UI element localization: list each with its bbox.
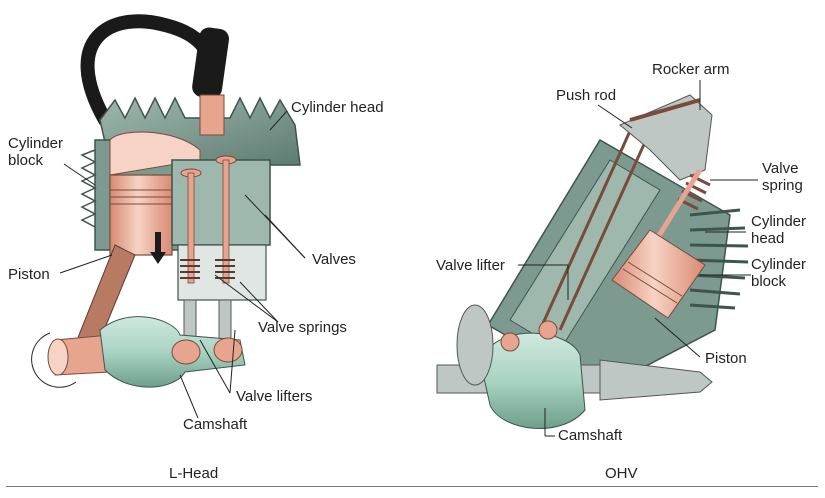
lhead-label-valves: Valves xyxy=(312,251,356,268)
ohv-label-rocker-arm: Rocker arm xyxy=(652,61,730,78)
lhead-label-piston: Piston xyxy=(8,266,50,283)
lhead-label-cylinder-block: Cylinder block xyxy=(8,135,64,169)
ohv-engine-illustration xyxy=(436,94,749,429)
ohv-push-rods xyxy=(538,119,657,331)
lhead-label-valve-springs: Valve springs xyxy=(258,319,347,336)
lhead-engine-illustration xyxy=(31,14,301,388)
ohv-label-cylinder-head: Cylinder head xyxy=(751,213,807,247)
lhead-lifters xyxy=(183,299,232,346)
ohv-leader-lines xyxy=(518,80,758,437)
ohv-label-camshaft: Camshaft xyxy=(558,427,623,444)
ohv-label-piston: Piston xyxy=(705,350,747,367)
lhead-label-valve-lifters: Valve lifters xyxy=(236,388,313,405)
ohv-caption: OHV xyxy=(605,465,638,482)
ohv-label-valve-lifter: Valve lifter xyxy=(436,257,505,274)
lhead-combustion-chamber xyxy=(109,131,201,176)
ohv-rocker-assembly xyxy=(619,94,713,181)
lhead-label-cylinder-head: Cylinder head xyxy=(291,99,384,116)
lhead-crankshaft xyxy=(31,332,111,388)
ohv-camshaft xyxy=(436,304,713,429)
ohv-label-valve-spring: Valve spring xyxy=(762,160,803,194)
lhead-camshaft xyxy=(99,316,246,388)
ohv-label-cylinder-block: Cylinder block xyxy=(751,256,807,290)
ohv-piston xyxy=(611,229,706,319)
lhead-leader-lines xyxy=(59,110,306,419)
caption-divider xyxy=(6,486,818,487)
lhead-caption: L-Head xyxy=(169,465,219,482)
ohv-label-push-rod: Push rod xyxy=(556,87,617,104)
lhead-valves xyxy=(180,155,237,284)
lhead-piston xyxy=(109,174,173,264)
lhead-label-camshaft: Camshaft xyxy=(183,416,248,433)
lhead-plug-boot xyxy=(192,27,230,99)
lhead-spark-plug xyxy=(199,94,225,136)
